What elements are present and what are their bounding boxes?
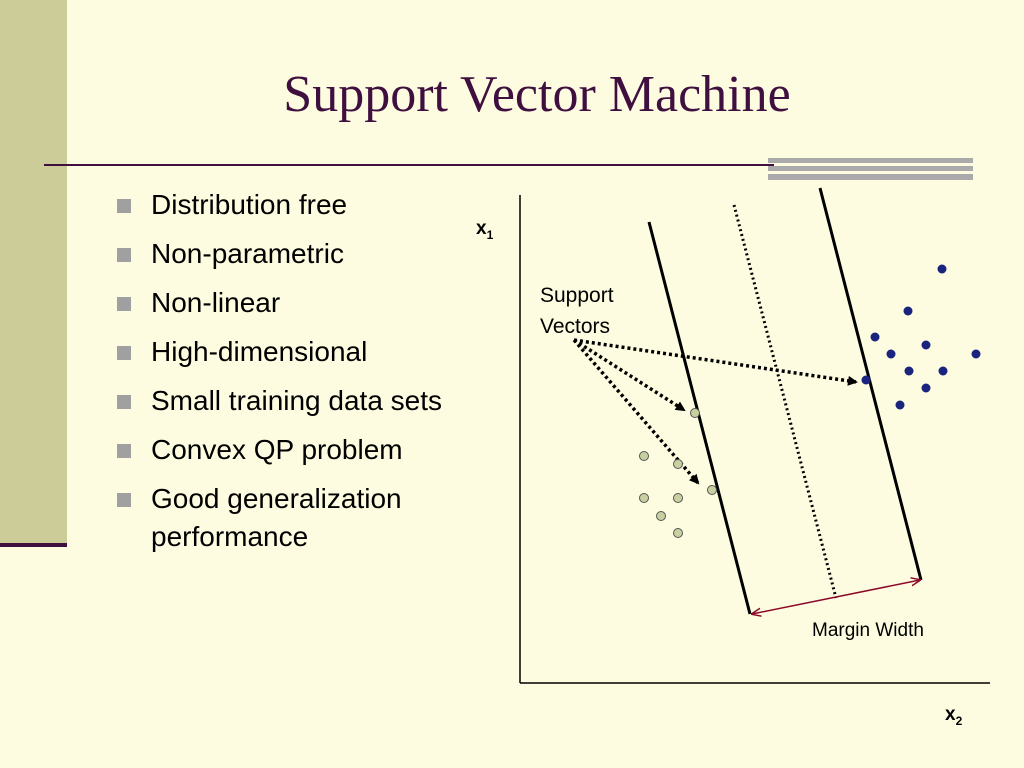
bullet-square-icon bbox=[117, 395, 131, 409]
bullet-item: Good generalization performance bbox=[114, 480, 474, 556]
negative-data-point bbox=[673, 528, 683, 538]
bullet-square-icon bbox=[117, 297, 131, 311]
positive-data-point bbox=[921, 340, 931, 350]
margin-boundary-right bbox=[818, 187, 923, 581]
bullet-square-icon bbox=[117, 346, 131, 360]
x-axis-label: x2 bbox=[945, 704, 963, 728]
positive-data-point bbox=[937, 264, 947, 274]
left-decorative-band bbox=[0, 0, 67, 543]
negative-data-point bbox=[690, 408, 700, 418]
bullet-square-icon bbox=[117, 199, 131, 213]
bullet-list: Distribution free Non-parametric Non-lin… bbox=[114, 186, 474, 567]
bullet-item: Small training data sets bbox=[114, 382, 474, 420]
positive-data-point bbox=[903, 306, 913, 316]
positive-data-point bbox=[870, 332, 880, 342]
negative-data-point bbox=[656, 511, 666, 521]
bullet-item: Convex QP problem bbox=[114, 431, 474, 469]
support-vector-pointer-arrow bbox=[573, 338, 686, 412]
margin-width-arrow bbox=[752, 580, 920, 614]
title-accent-bars bbox=[768, 158, 973, 180]
positive-data-point bbox=[971, 349, 981, 359]
margin-boundary-left bbox=[647, 221, 752, 615]
bullet-square-icon bbox=[117, 444, 131, 458]
positive-data-point bbox=[886, 349, 896, 359]
support-vector-pointer-arrow bbox=[573, 338, 858, 386]
decision-hyperplane bbox=[732, 204, 838, 599]
negative-data-point bbox=[673, 493, 683, 503]
bullet-item: Non-parametric bbox=[114, 235, 474, 273]
positive-data-point bbox=[904, 366, 914, 376]
bullet-square-icon bbox=[117, 248, 131, 262]
bullet-item: High-dimensional bbox=[114, 333, 474, 371]
negative-data-point bbox=[673, 459, 683, 469]
negative-data-point bbox=[707, 485, 717, 495]
margin-width-label: Margin Width bbox=[812, 620, 924, 641]
negative-data-point bbox=[639, 451, 649, 461]
positive-data-point bbox=[895, 400, 905, 410]
support-vectors-label: Support bbox=[540, 284, 614, 307]
positive-data-point bbox=[921, 383, 931, 393]
positive-data-point bbox=[938, 366, 948, 376]
negative-data-point bbox=[639, 493, 649, 503]
bullet-item: Distribution free bbox=[114, 186, 474, 224]
title-divider bbox=[44, 164, 774, 166]
bullet-square-icon bbox=[117, 493, 131, 507]
positive-data-point bbox=[861, 375, 871, 385]
left-decorative-rule bbox=[0, 543, 67, 547]
y-axis-label: x1 bbox=[476, 218, 494, 242]
support-vectors-label: Vectors bbox=[540, 315, 610, 338]
bullet-item: Non-linear bbox=[114, 284, 474, 322]
slide-title: Support Vector Machine bbox=[283, 66, 791, 123]
